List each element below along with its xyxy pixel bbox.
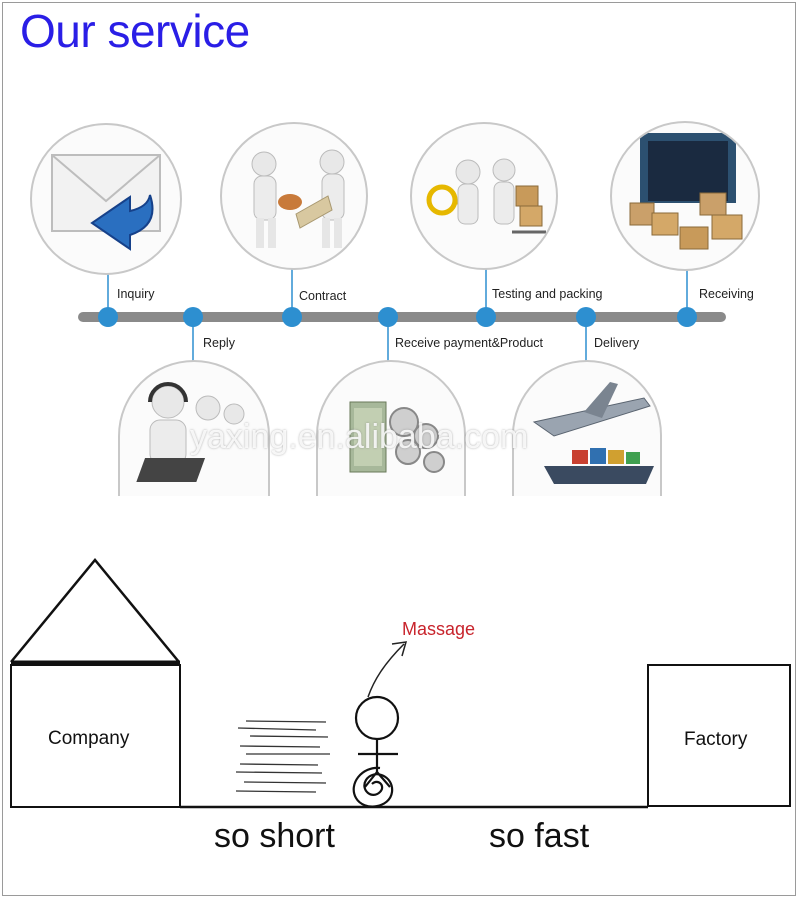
step-label-receiving: Receiving [699,287,754,301]
node-payment [378,307,398,327]
company-label: Company [48,728,129,750]
message-arrow [368,642,406,697]
plane-ship-icon [512,360,662,496]
step-label-delivery: Delivery [594,336,639,350]
roof-outline [11,560,179,662]
magnifier-boxes-icon [410,122,558,270]
node-reply [183,307,203,327]
stick-figure [354,697,398,807]
node-testing [476,307,496,327]
factory-label: Factory [684,729,747,751]
step-label-inquiry: Inquiry [117,287,155,301]
step-label-reply: Reply [203,336,235,350]
step-label-testing: Testing and packing [492,287,603,301]
node-delivery [576,307,596,327]
container-boxes-icon [610,121,760,271]
handshake-contract-icon [220,122,368,270]
node-contract [282,307,302,327]
step-label-payment: Receive payment&Product [395,336,543,350]
caption-so-fast: so fast [489,817,589,856]
watermark: yaxing.en.alibaba.com [190,418,528,457]
caption-so-short: so short [214,817,335,856]
envelope-reply-icon [30,123,182,275]
message-label: Massage [402,619,475,640]
step-label-contract: Contract [299,289,346,303]
node-inquiry [98,307,118,327]
speed-lines [236,721,330,792]
timeline-bar [78,312,726,322]
node-receiving [677,307,697,327]
